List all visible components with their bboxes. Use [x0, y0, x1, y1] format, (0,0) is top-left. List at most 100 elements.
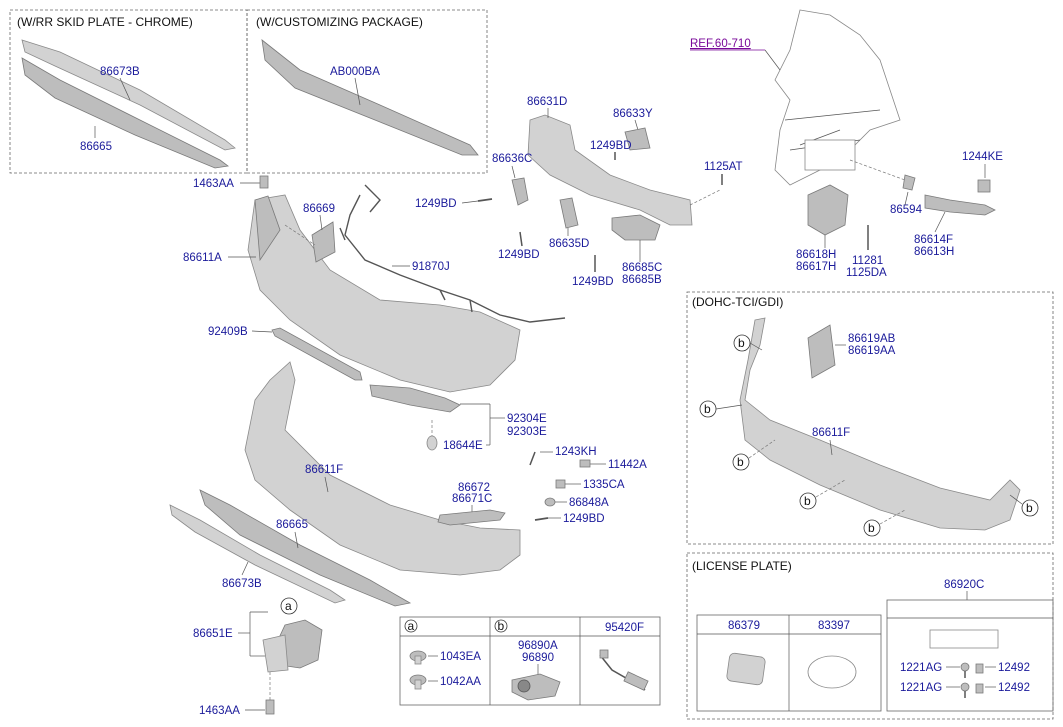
svg-text:a: a [408, 619, 415, 633]
label-1249BD-c[interactable]: 1249BD [498, 249, 540, 261]
label-86633Y[interactable]: 86633Y [613, 108, 653, 120]
label-96890A[interactable]: 96890A [518, 640, 558, 652]
label-86379[interactable]: 86379 [728, 620, 760, 632]
label-1125AT[interactable]: 1125AT [704, 161, 743, 173]
bracket-86636C [511, 177, 529, 206]
label-1043EA[interactable]: 1043EA [440, 651, 481, 663]
license-plate-holder [929, 629, 999, 649]
legend-marker-b [494, 619, 508, 633]
label-86619AB[interactable]: 86619AB [848, 333, 896, 345]
svg-text:b: b [498, 619, 505, 633]
bracket-86635D [559, 197, 579, 229]
label-92409B[interactable]: 92409B [208, 326, 248, 338]
bracket-86651E-front [262, 634, 289, 673]
dohc-bumper-86611F [739, 317, 1021, 531]
label-86672[interactable]: 86672 [458, 482, 490, 494]
label-86611F-dohc[interactable]: 86611F [812, 427, 850, 439]
bracket-86685 [611, 214, 661, 241]
label-86631D[interactable]: 86631D [527, 96, 567, 108]
label-AB000BA[interactable]: AB000BA [330, 66, 380, 78]
label-11442A[interactable]: 11442A [608, 459, 647, 471]
bolt-11442A [579, 459, 591, 468]
screw-1221AG-2 [960, 682, 970, 692]
nut-1335CA [555, 479, 566, 489]
skid-strip-86673B [169, 504, 346, 604]
label-95420F[interactable]: 95420F [605, 622, 644, 634]
header-customizing: (W/CUSTOMIZING PACKAGE) [256, 15, 423, 29]
label-86619AA[interactable]: 86619AA [848, 345, 896, 357]
rear-reflex-lamp [369, 384, 461, 413]
label-86635D[interactable]: 86635D [549, 238, 589, 250]
label-86611A[interactable]: 86611A [183, 252, 222, 264]
nut-12492-2 [975, 683, 984, 694]
label-92303E[interactable]: 92303E [507, 426, 547, 438]
label-86636C[interactable]: 86636C [492, 153, 532, 165]
label-86665-main[interactable]: 86665 [276, 519, 308, 531]
bracket-86633Y [624, 127, 651, 151]
header-dohc: (DOHC-TCI/GDI) [692, 295, 783, 309]
label-1221AG-2[interactable]: 1221AG [900, 682, 942, 694]
label-1244KE[interactable]: 1244KE [962, 151, 1003, 163]
label-1249BD-b[interactable]: 1249BD [415, 198, 457, 210]
skid-plate-86665 [199, 489, 412, 607]
label-86685B[interactable]: 86685B [622, 274, 662, 286]
label-1042AA[interactable]: 1042AA [440, 676, 481, 688]
callout-b-5 [863, 519, 881, 537]
header-skid-chrome: (W/RR SKID PLATE - CHROME) [17, 15, 193, 29]
strip-92409B [271, 327, 363, 381]
label-1243KH[interactable]: 1243KH [555, 446, 597, 458]
label-86848A[interactable]: 86848A [569, 497, 609, 509]
label-11281[interactable]: 11281 [852, 255, 883, 267]
label-86617H[interactable]: 86617H [796, 261, 836, 273]
bumper-cover-corner [254, 195, 281, 262]
svg-text:b: b [737, 455, 744, 469]
bracket-86618H [807, 184, 849, 236]
label-1249BD-d[interactable]: 1249BD [572, 276, 614, 288]
label-1249BD-a[interactable]: 1249BD [590, 140, 632, 152]
label-1335CA[interactable]: 1335CA [583, 479, 625, 491]
label-92304E[interactable]: 92304E [507, 413, 547, 425]
label-96890[interactable]: 96890 [522, 652, 554, 664]
svg-text:b: b [868, 521, 875, 535]
label-86685C[interactable]: 86685C [622, 262, 662, 274]
label-86614F[interactable]: 86614F [914, 234, 953, 246]
svg-text:a: a [285, 599, 292, 613]
license-recess [804, 139, 856, 171]
label-86920C[interactable]: 86920C [944, 579, 984, 591]
label-1463AA-bottom[interactable]: 1463AA [199, 705, 240, 717]
legend-marker-a [404, 619, 418, 633]
label-86669[interactable]: 86669 [303, 203, 335, 215]
ref-link-60-710[interactable]: REF.60-710 [690, 38, 751, 50]
label-83397[interactable]: 83397 [818, 620, 850, 632]
label-91870J[interactable]: 91870J [412, 261, 450, 273]
label-86594[interactable]: 86594 [890, 204, 923, 216]
strip-86614F [924, 194, 996, 216]
label-12492-1[interactable]: 12492 [998, 662, 1030, 674]
label-1249BD-bottom[interactable]: 1249BD [563, 513, 605, 525]
rear-beam-86631D [527, 114, 693, 226]
callout-b-6 [1021, 499, 1039, 517]
label-1463AA-top[interactable]: 1463AA [193, 178, 234, 190]
label-86671C[interactable]: 86671C [452, 493, 492, 505]
label-86618H[interactable]: 86618H [796, 249, 836, 261]
label-86673B-top[interactable]: 86673B [100, 66, 140, 78]
label-86673B-main[interactable]: 86673B [222, 578, 262, 590]
label-86613H[interactable]: 86613H [914, 246, 954, 258]
label-86611F-main[interactable]: 86611F [305, 464, 343, 476]
label-1221AG-1[interactable]: 1221AG [900, 662, 942, 674]
pad-86379 [726, 652, 766, 686]
label-12492-2[interactable]: 12492 [998, 682, 1030, 694]
reflector-86669 [311, 221, 336, 263]
callout-a-bracket [280, 597, 298, 615]
label-18644E[interactable]: 18644E [443, 440, 483, 452]
label-86651E[interactable]: 86651E [193, 628, 233, 640]
label-86665-top[interactable]: 86665 [80, 141, 112, 153]
reflector-86619AB [807, 324, 836, 379]
label-1125DA[interactable]: 1125DA [846, 267, 887, 279]
screw-1221AG-1 [960, 662, 970, 672]
plug-86848A [544, 497, 556, 507]
legend-table [399, 616, 661, 706]
wiring-harness [344, 194, 566, 323]
customizing-skid-plate [261, 39, 479, 156]
